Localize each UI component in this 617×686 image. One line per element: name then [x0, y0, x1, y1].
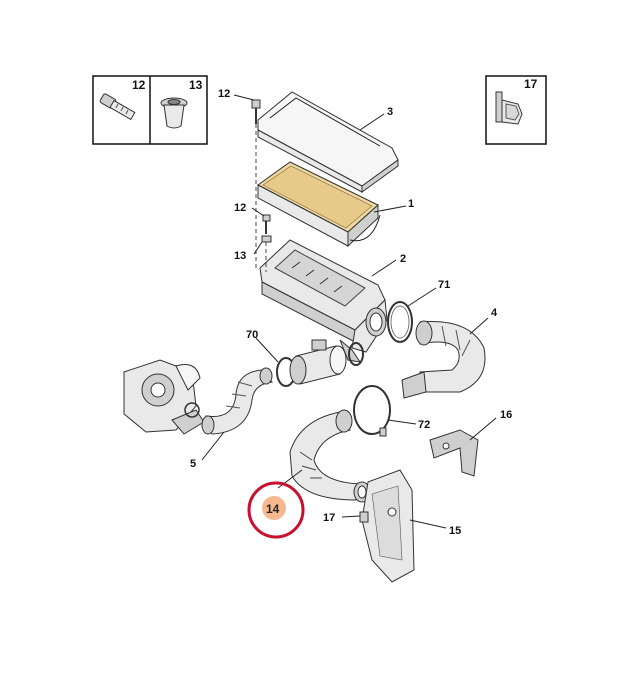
air-filter-element	[257, 161, 381, 248]
highlight-dot	[262, 496, 286, 520]
clip-icon	[495, 91, 523, 125]
bolt-small	[261, 214, 272, 243]
small-clip-17	[359, 511, 369, 523]
detail-box-right: 17	[485, 75, 547, 145]
turbo-intake-hose	[201, 367, 273, 435]
bracket-16	[429, 429, 479, 477]
callout-labels: 12 3 1 12 13 2 71 4 70 5 72 16 17 15	[190, 88, 512, 537]
assembly-lines	[255, 124, 267, 272]
callout-4: 4	[491, 307, 498, 319]
intake-elbow-hose	[401, 320, 486, 399]
callout-5: 5	[190, 458, 196, 470]
intake-duct-14	[289, 409, 371, 503]
callout-13: 13	[234, 250, 246, 262]
highlight-ring	[247, 481, 305, 539]
detail-label-12: 12	[132, 78, 146, 92]
air-filter-housing	[259, 239, 388, 363]
callout-70: 70	[246, 329, 258, 341]
detail-label-17: 17	[524, 77, 538, 91]
nut-insert-icon	[160, 97, 188, 129]
heat-shield-15	[361, 469, 415, 583]
callout-12-top: 12	[218, 88, 230, 100]
callout-16: 16	[500, 409, 512, 421]
callout-15: 15	[449, 525, 461, 537]
turbocharger	[123, 359, 205, 435]
detail-box-left: 12 13	[92, 75, 208, 145]
callout-1: 1	[408, 198, 414, 210]
callout-12-mid: 12	[234, 202, 246, 214]
callout-2: 2	[400, 253, 406, 265]
detail-label-13: 13	[189, 78, 203, 92]
callout-17: 17	[323, 512, 335, 524]
clamp-ring-72	[353, 385, 391, 437]
callout-14: 14	[266, 502, 280, 516]
air-filter-cover	[251, 91, 399, 193]
bolt-icon	[99, 93, 136, 121]
seal-ring-71	[387, 301, 413, 343]
callout-3: 3	[387, 106, 393, 118]
callout-71: 71	[438, 279, 450, 291]
highlight-14: 14	[247, 481, 305, 539]
air-flow-meter	[276, 339, 364, 387]
callout-72: 72	[418, 419, 430, 431]
